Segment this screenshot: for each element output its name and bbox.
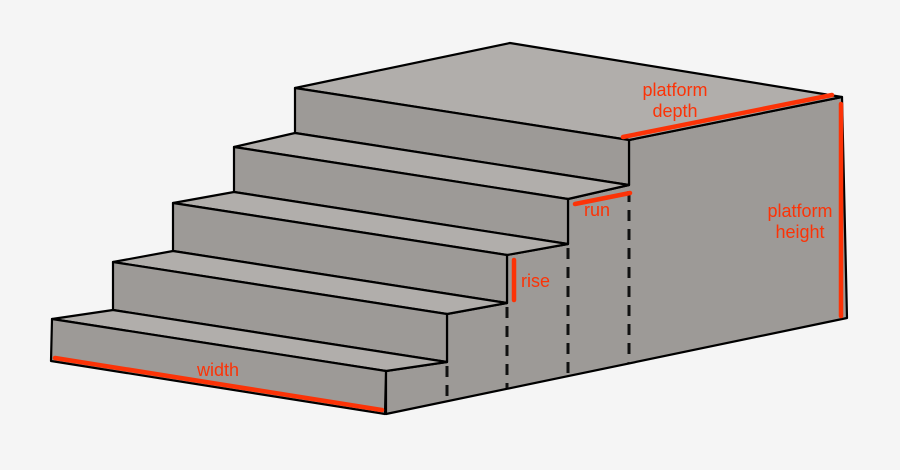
staircase-structure	[49, 41, 849, 416]
measurement-labels: width rise run platform depth platform h…	[196, 80, 833, 380]
platform-height-label-line2: height	[775, 222, 824, 242]
platform-depth-label-line2: depth	[652, 101, 697, 121]
step-riser-1	[49, 317, 388, 416]
width-measure-line	[52, 355, 385, 413]
platform-depth-label: platform depth	[642, 80, 707, 121]
width-label: width	[196, 360, 239, 380]
platform-height-label-line1: platform	[767, 201, 832, 221]
run-measure-line	[572, 190, 633, 207]
rise-label: rise	[521, 271, 550, 291]
dashed-guide-lines	[445, 191, 631, 400]
platform-height-label: platform height	[767, 201, 832, 242]
measurement-lines	[52, 92, 844, 413]
platform-depth-measure-line	[620, 92, 835, 140]
run-label: run	[584, 200, 610, 220]
platform-depth-label-line1: platform	[642, 80, 707, 100]
